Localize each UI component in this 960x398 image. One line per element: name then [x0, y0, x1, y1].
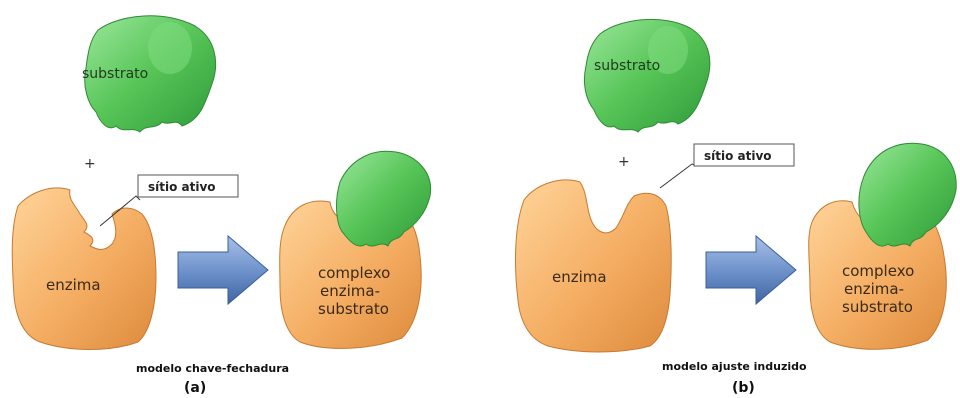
substrate-a-label: substrato	[82, 66, 148, 82]
substrate-b-label: substrato	[594, 58, 660, 74]
panel-b: substrato + enzima sítio ativo complexo …	[516, 19, 957, 396]
enzyme-b: enzima	[516, 180, 672, 352]
active-site-b-label: sítio ativo	[704, 149, 772, 163]
substrate-a: substrato	[82, 16, 216, 132]
complex-a-line3: substrato	[318, 300, 389, 318]
panel-letter-b: (b)	[732, 380, 755, 396]
complex-b-line2: enzima-	[844, 280, 904, 298]
complex-b-line3: substrato	[842, 298, 913, 316]
complex-b: complexo enzima- substrato	[809, 143, 957, 349]
enzyme-b-label: enzima	[552, 268, 607, 286]
complex-a-line2: enzima-	[320, 282, 380, 300]
complex-a: complexo enzima- substrato	[280, 151, 431, 348]
arrow-b	[706, 236, 796, 304]
enzyme-a-label: enzima	[46, 276, 101, 294]
active-site-a-label: sítio ativo	[148, 180, 216, 194]
complex-a-line1: complexo	[318, 264, 390, 282]
active-site-callout-b: sítio ativo	[660, 144, 794, 188]
plus-a: +	[84, 156, 96, 172]
complex-b-line1: complexo	[842, 262, 914, 280]
caption-a: modelo chave-fechadura	[136, 362, 289, 375]
panel-letter-a: (a)	[184, 380, 206, 396]
substrate-b: substrato	[584, 19, 709, 132]
caption-b: modelo ajuste induzido	[662, 360, 807, 373]
enzyme-a: enzima	[12, 188, 156, 350]
panel-a: substrato + enzima sítio ativo complexo …	[12, 16, 430, 396]
plus-b: +	[618, 154, 630, 170]
arrow-a	[178, 236, 268, 304]
